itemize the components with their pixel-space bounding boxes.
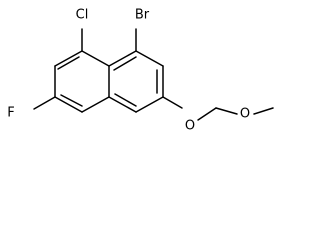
ether-oxygen-label: O xyxy=(185,119,195,134)
bond-o1-ch2 xyxy=(197,107,217,121)
chlorine-label: Cl xyxy=(76,8,89,23)
bond-layer xyxy=(33,28,274,121)
bond-c7-c7-double xyxy=(57,56,80,70)
fluorine-label: F xyxy=(7,106,14,121)
bond-c6-c5 xyxy=(54,96,83,113)
bond-c8a-c1-double xyxy=(113,56,137,71)
bond-ch2-o2 xyxy=(215,107,238,115)
bond-c6-f xyxy=(33,96,56,110)
chemical-structure-diagram: Cl Br F O O xyxy=(7,8,274,134)
bond-c5-c4a xyxy=(81,96,110,113)
bond-c6-c5-double xyxy=(60,94,83,107)
bond-o2-ch3 xyxy=(253,107,274,115)
bond-c3-c4 xyxy=(135,96,164,113)
bond-c4-c4a-double xyxy=(114,93,137,107)
bond-c3-o1 xyxy=(162,96,183,109)
atom-label-layer: Cl Br F O O xyxy=(7,8,250,134)
bromine-label: Br xyxy=(135,8,150,23)
methoxy-oxygen-label: O xyxy=(240,107,250,122)
bond-c8-c7 xyxy=(54,50,83,67)
bond-c8a-c8 xyxy=(81,50,110,67)
bond-c1-c2 xyxy=(135,50,164,67)
bond-c8a-c1 xyxy=(108,50,137,67)
bond-c4-c4a xyxy=(108,96,137,113)
